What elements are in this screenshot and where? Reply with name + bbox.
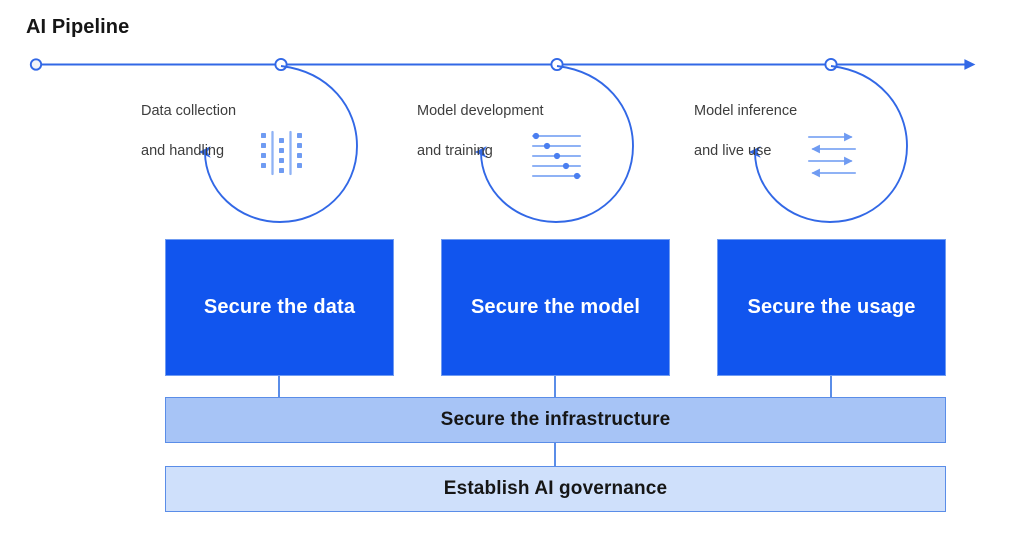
secure-the-data-box[interactable]: Secure the data — [165, 239, 394, 376]
stage-label-model-line1: Model development — [417, 103, 544, 119]
establish-ai-governance-label: Establish AI governance — [443, 478, 668, 499]
timeline-node-inference[interactable] — [824, 57, 838, 72]
secure-the-model-label: Secure the model — [470, 296, 641, 318]
secure-the-infrastructure-label: Secure the infrastructure — [440, 409, 671, 430]
data-columns-icon — [253, 124, 311, 182]
stage-label-inference: Model inference and live use — [694, 81, 894, 181]
stage-label-model-line2: and training — [417, 143, 493, 159]
stage-label-inference-line1: Model inference — [694, 103, 798, 119]
stage-label-model: Model development and training — [417, 81, 617, 181]
sliders-icon — [528, 126, 586, 184]
timeline-node-data[interactable] — [274, 57, 288, 72]
establish-ai-governance-bar[interactable]: Establish AI governance — [165, 466, 946, 512]
timeline-node-start[interactable] — [29, 58, 43, 71]
secure-the-model-box[interactable]: Secure the model — [441, 239, 670, 376]
stage-label-data-line1: Data collection — [141, 103, 237, 119]
secure-the-usage-box[interactable]: Secure the usage — [717, 239, 946, 376]
timeline-node-model[interactable] — [550, 57, 564, 72]
secure-the-data-label: Secure the data — [203, 296, 356, 318]
page-title: AI Pipeline — [26, 16, 130, 38]
stage-label-data: Data collection and handling — [141, 81, 341, 181]
secure-the-usage-label: Secure the usage — [747, 296, 916, 318]
secure-the-infrastructure-bar[interactable]: Secure the infrastructure — [165, 397, 946, 443]
stage-label-data-line2: and handling — [141, 143, 225, 159]
stage-label-inference-line2: and live use — [694, 143, 772, 159]
bidirectional-arrows-icon — [803, 128, 861, 186]
